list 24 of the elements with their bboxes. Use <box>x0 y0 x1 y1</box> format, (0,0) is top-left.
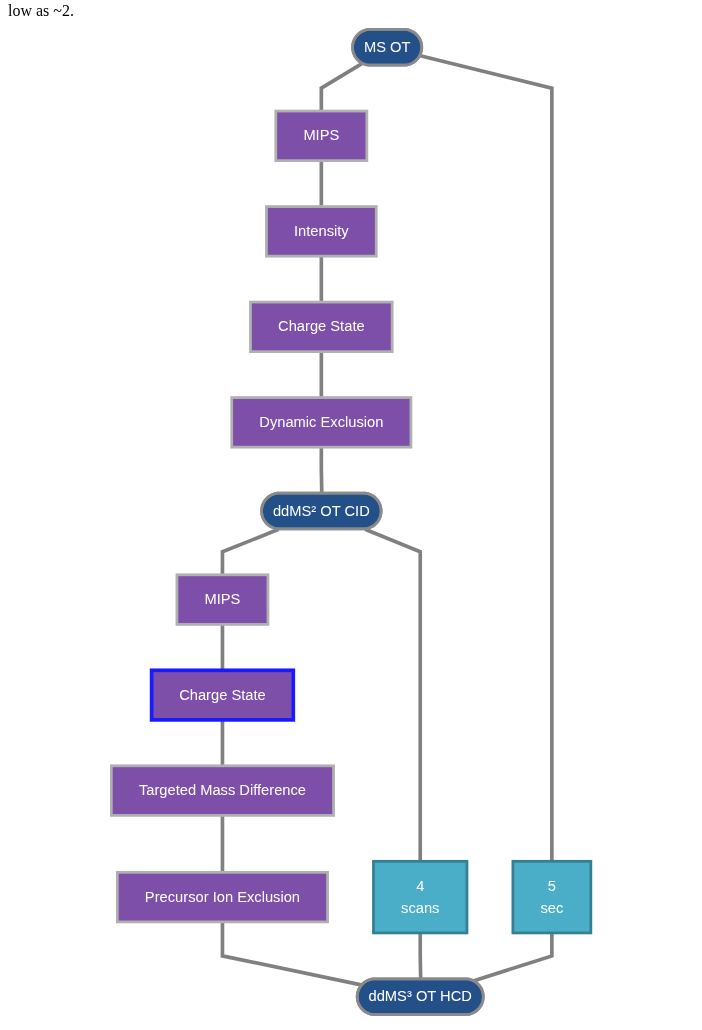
connector <box>319 160 324 207</box>
connector <box>419 54 554 862</box>
node-box: MIPS <box>274 109 369 163</box>
connector <box>220 921 363 987</box>
node-box: Intensity <box>264 205 378 258</box>
node-box: Charge State <box>149 668 296 722</box>
node-box: Precursor Ion Exclusion <box>115 870 329 924</box>
node-box: Dynamic Exclusion <box>230 396 413 449</box>
node-box: MIPS <box>175 573 270 626</box>
node-box: 5 sec <box>511 859 593 935</box>
connector <box>364 527 422 862</box>
connector <box>319 61 364 112</box>
node-box: Charge State <box>249 300 394 354</box>
connector <box>319 447 324 494</box>
connector <box>220 719 225 766</box>
connector <box>319 256 324 303</box>
connector <box>220 815 225 873</box>
connector <box>220 527 280 575</box>
note-text: low as ~2. <box>8 2 75 20</box>
node-box: Targeted Mass Difference <box>109 764 335 817</box>
node-box: 4 scans <box>372 859 469 935</box>
connector <box>319 351 324 398</box>
connector <box>472 932 554 983</box>
connector <box>220 624 225 671</box>
